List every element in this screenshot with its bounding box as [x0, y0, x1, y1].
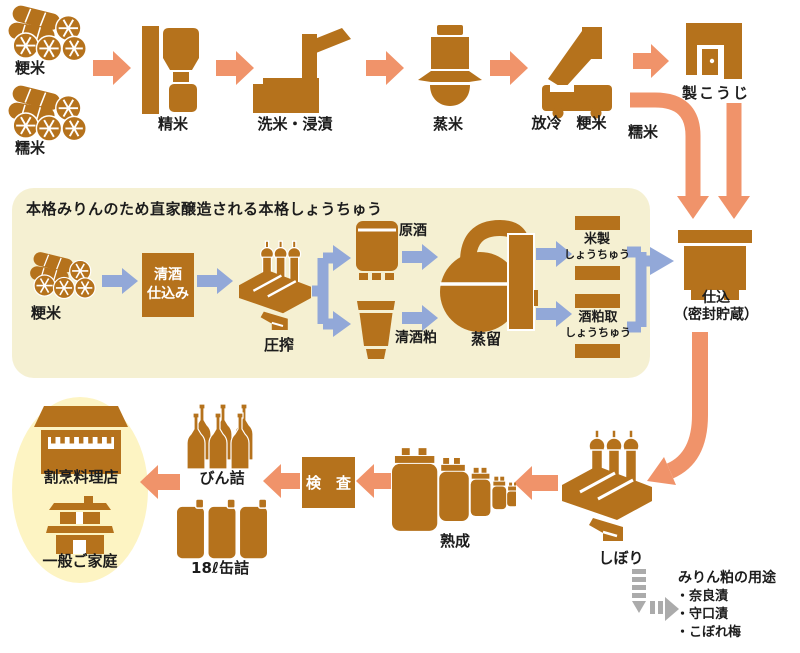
still-icon — [440, 219, 538, 332]
rice-mill-icon — [142, 26, 199, 114]
pressing-label: 圧搾 — [263, 336, 295, 354]
dashed-arrow-mirin-lees — [632, 569, 679, 621]
raw-sake-label: 原酒 — [399, 223, 427, 239]
restaurant-label: 割烹料理店 — [43, 468, 119, 486]
mixing-label: 仕込 — [702, 290, 730, 306]
bottles-icon — [186, 403, 254, 470]
cooling-conveyor-icon — [542, 27, 612, 119]
arrow-milling-to-washing — [216, 51, 254, 85]
pressing-bottom-label: しぼり — [598, 549, 644, 567]
mirin-lees-use-3: ・こぼれ梅 — [676, 625, 742, 640]
sake-mash-line2: 仕込み — [147, 286, 189, 302]
milling-label: 精米 — [157, 115, 189, 133]
mirin-lees-use-1: ・奈良漬 — [676, 589, 729, 604]
household-icon — [46, 496, 114, 554]
raw-sake-tank-icon — [356, 221, 398, 280]
washing-soaking-label: 洗米・浸漬 — [257, 115, 333, 133]
lees-shochu-line2: しょうちゅう — [565, 326, 631, 339]
rice-shochu-line2: しょうちゅう — [564, 248, 630, 261]
merge-arrowhead — [650, 247, 674, 275]
sake-mash-line1: 清酒 — [154, 267, 182, 284]
arrow-inspection-to-bottling — [263, 464, 300, 498]
rice-bales-icon — [8, 4, 88, 62]
koji-room-icon — [686, 23, 742, 79]
inspection-label: 検 査 — [305, 474, 351, 492]
koji-making-label: 製こうじ — [681, 84, 751, 102]
rice-washer-icon — [253, 28, 351, 113]
mixing-note-label: （密封貯蔵） — [674, 307, 758, 323]
panel-rice-label: 粳米 — [30, 304, 62, 322]
distillation-label: 蒸留 — [470, 330, 502, 348]
canning-label: 18ℓ缶詰 — [191, 559, 249, 577]
arrow-mixing-to-pressing — [666, 332, 708, 479]
rice-glutinous-label: 糯米 — [14, 139, 46, 157]
aging-label: 熟成 — [439, 532, 471, 550]
aging-tanks-icon — [392, 448, 516, 531]
arrow-aging-to-inspection — [356, 464, 391, 498]
household-label: 一般ご家庭 — [42, 552, 118, 570]
cans-icon — [176, 499, 268, 560]
sake-mash-box: 清酒 仕込み — [142, 253, 194, 317]
mirin-lees-title: みりん粕の用途 — [678, 570, 776, 586]
arrow-cooling-to-koji — [633, 44, 669, 78]
lees-shochu-line1: 酒粕取 — [578, 310, 618, 325]
cooling-label: 放冷 粳米 — [531, 114, 607, 132]
rice-steamer-icon — [418, 25, 482, 106]
arrow-glutinous-to-mixing — [630, 92, 701, 197]
mirin-lees-use-2: ・守口漬 — [676, 607, 729, 622]
sake-lees-tub-icon — [357, 301, 395, 359]
bottling-label: びん詰 — [199, 469, 245, 487]
arrow-pressing-to-aging — [514, 466, 558, 500]
press-machine-icon — [237, 239, 313, 332]
arrow-rice-to-milling — [93, 51, 131, 85]
sake-lees-label: 清酒粕 — [395, 330, 437, 346]
steaming-label: 蒸米 — [432, 115, 464, 133]
pressing-machine-icon — [560, 430, 654, 542]
arrowhead-glutinous — [677, 196, 709, 219]
arrow-steaming-to-cooling — [490, 51, 528, 85]
rice-shochu-line1: 米製 — [583, 232, 611, 247]
mixing-tank-icon — [678, 230, 752, 300]
rice-nonglutinous-label: 粳米 — [14, 59, 46, 77]
inspection-box: 検 査 — [302, 457, 355, 508]
glutinous-feed-label: 糯米 — [627, 123, 659, 141]
shochu-panel-title: 本格みりんのため直家醸造される本格しょうちゅう — [26, 200, 383, 218]
restaurant-icon — [34, 406, 128, 474]
arrow-washing-to-steaming — [366, 51, 404, 85]
rice-bales-panel-icon — [30, 250, 96, 300]
arrowhead-koji — [718, 196, 750, 219]
rice-bales-glutinous-icon — [8, 84, 88, 142]
